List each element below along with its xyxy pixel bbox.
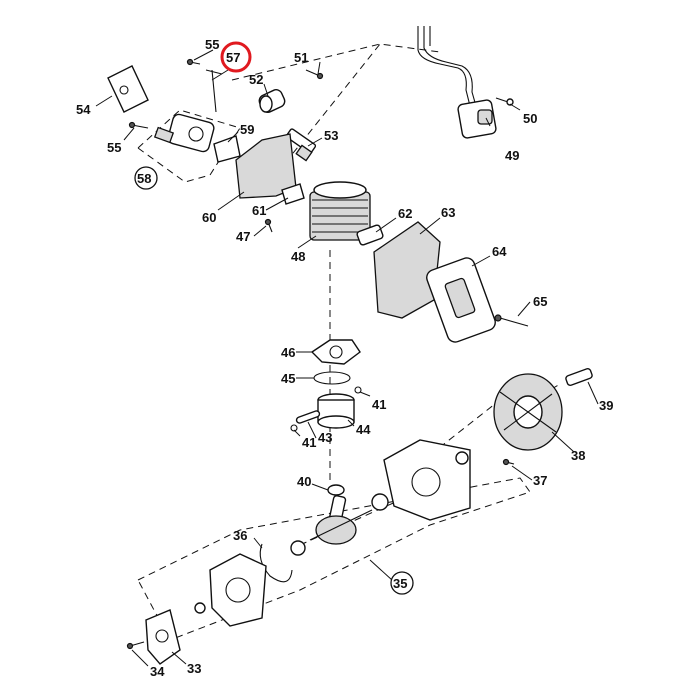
part-33-cover: [145, 609, 181, 665]
callout-labels: 55 57 51 52 54 55 59 53 50 49 58 60 61 6…: [76, 37, 613, 679]
callout-55-upper: 55: [205, 37, 219, 52]
callout-37: 37: [533, 473, 547, 488]
highlight-circle-57: [220, 41, 252, 73]
part-57-rod: [205, 69, 223, 113]
part-46-base-gasket: [310, 339, 361, 365]
crankshaft: [309, 495, 373, 545]
part-36-gasket: [259, 543, 293, 583]
part-47-screw: [264, 218, 273, 233]
callout-43: 43: [318, 430, 332, 445]
part-38-flywheel: [493, 373, 563, 451]
callout-45: 45: [281, 371, 295, 386]
callout-55-lower: 55: [107, 140, 121, 155]
callout-63: 63: [441, 205, 455, 220]
callout-62: 62: [398, 206, 412, 221]
callout-61: 61: [252, 203, 266, 218]
callout-33: 33: [187, 661, 201, 676]
callout-40: 40: [297, 474, 311, 489]
part-44-piston: [317, 393, 355, 429]
part-58-carburetor: [153, 113, 215, 153]
part-50-screw: [495, 97, 514, 106]
callout-59: 59: [240, 122, 254, 137]
part-45-piston-ring: [313, 371, 351, 385]
part-65-bolt: [494, 314, 529, 327]
callout-circle-58: [134, 166, 158, 190]
callout-41-lower: 41: [302, 435, 316, 450]
callout-circle-35: [390, 571, 414, 595]
part-54-mounting-plate: [107, 65, 149, 113]
part-51-screw: [305, 69, 324, 80]
part-41-clip-lower: [290, 424, 298, 432]
part-64-muffler: [426, 257, 496, 343]
callout-60: 60: [202, 210, 216, 225]
part-34-screw: [126, 641, 145, 650]
callout-44: 44: [356, 422, 371, 437]
callout-38: 38: [571, 448, 585, 463]
callout-46: 46: [281, 345, 295, 360]
callout-65: 65: [533, 294, 547, 309]
callout-49: 49: [505, 148, 519, 163]
callout-47: 47: [236, 229, 250, 244]
part-59-gasket: [213, 135, 241, 163]
callout-51: 51: [294, 50, 308, 65]
crankcase-right: [371, 439, 471, 521]
part-40-needle-bearing: [327, 484, 345, 496]
callout-64: 64: [492, 244, 507, 259]
callout-41-upper: 41: [372, 397, 386, 412]
crankcase-left: [194, 540, 306, 627]
callout-35: 35: [393, 576, 407, 591]
callout-50: 50: [523, 111, 537, 126]
part-49-ignition-coil: [417, 26, 497, 139]
part-63-muffler-shield: [373, 221, 441, 319]
callout-36: 36: [233, 528, 247, 543]
part-37-screw: [502, 458, 515, 466]
leader-lines: [95, 49, 599, 667]
part-48-cylinder: [309, 181, 371, 241]
callout-58: 58: [137, 171, 151, 186]
part-52-spark-plug-boot: [258, 89, 286, 113]
callout-57: 57: [226, 50, 240, 65]
callout-34: 34: [150, 664, 165, 679]
callout-52: 52: [249, 72, 263, 87]
callout-39: 39: [599, 398, 613, 413]
callout-48: 48: [291, 249, 305, 264]
part-62-gasket: [356, 224, 384, 246]
callout-54: 54: [76, 102, 91, 117]
part-41-clip-upper: [354, 386, 362, 394]
callout-53: 53: [324, 128, 338, 143]
part-39-starter-pulley: [565, 368, 593, 386]
part-55-screw-upper: [186, 58, 201, 66]
part-55-screw-lower: [128, 121, 149, 129]
part-43-piston-pin: [295, 410, 321, 424]
part-53-spark-plug: [285, 128, 317, 162]
